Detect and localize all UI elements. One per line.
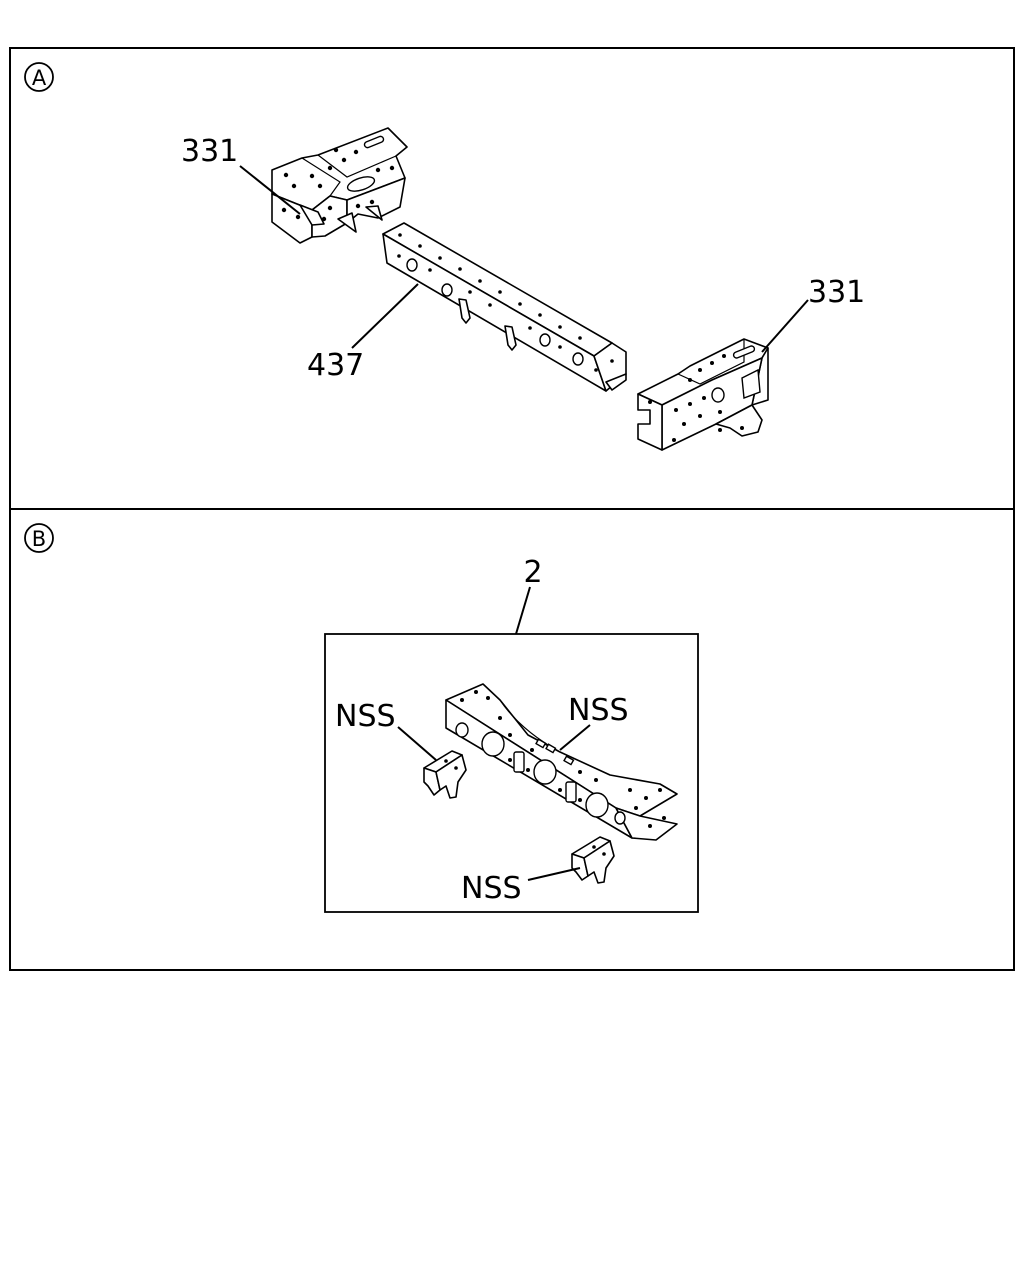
leader-nss-lower <box>527 867 581 881</box>
crossmember-assembly <box>445 683 678 841</box>
bracket-nss-left <box>423 750 467 799</box>
bracket-331-left <box>271 127 408 244</box>
leader-437 <box>351 283 419 349</box>
callout-437: 437 <box>307 348 364 383</box>
crossmember-437 <box>382 222 627 392</box>
section-b-badge-letter: B <box>32 527 46 551</box>
bracket-nss-lower <box>571 836 615 884</box>
callout-331-right: 331 <box>808 275 865 310</box>
section-b: B <box>9 508 1015 971</box>
leader-331-right <box>761 299 809 353</box>
leader-331-left <box>239 165 301 215</box>
section-b-frame <box>9 508 1015 971</box>
leader-nss-left <box>397 726 437 761</box>
section-a-badge: A <box>24 62 54 92</box>
callout-nss-left: NSS <box>335 699 396 734</box>
leader-nss-right <box>559 724 591 751</box>
section-b-badge: B <box>24 523 54 553</box>
callout-2: 2 <box>523 555 542 590</box>
callout-nss-right: NSS <box>568 693 629 728</box>
bracket-331-right <box>637 338 769 451</box>
leader-2 <box>515 586 531 635</box>
section-a-badge-letter: A <box>32 66 47 90</box>
callout-331-left: 331 <box>181 134 238 169</box>
assembly-2-box <box>324 633 699 913</box>
section-a: A <box>9 47 1015 510</box>
callout-nss-lower: NSS <box>461 871 522 906</box>
